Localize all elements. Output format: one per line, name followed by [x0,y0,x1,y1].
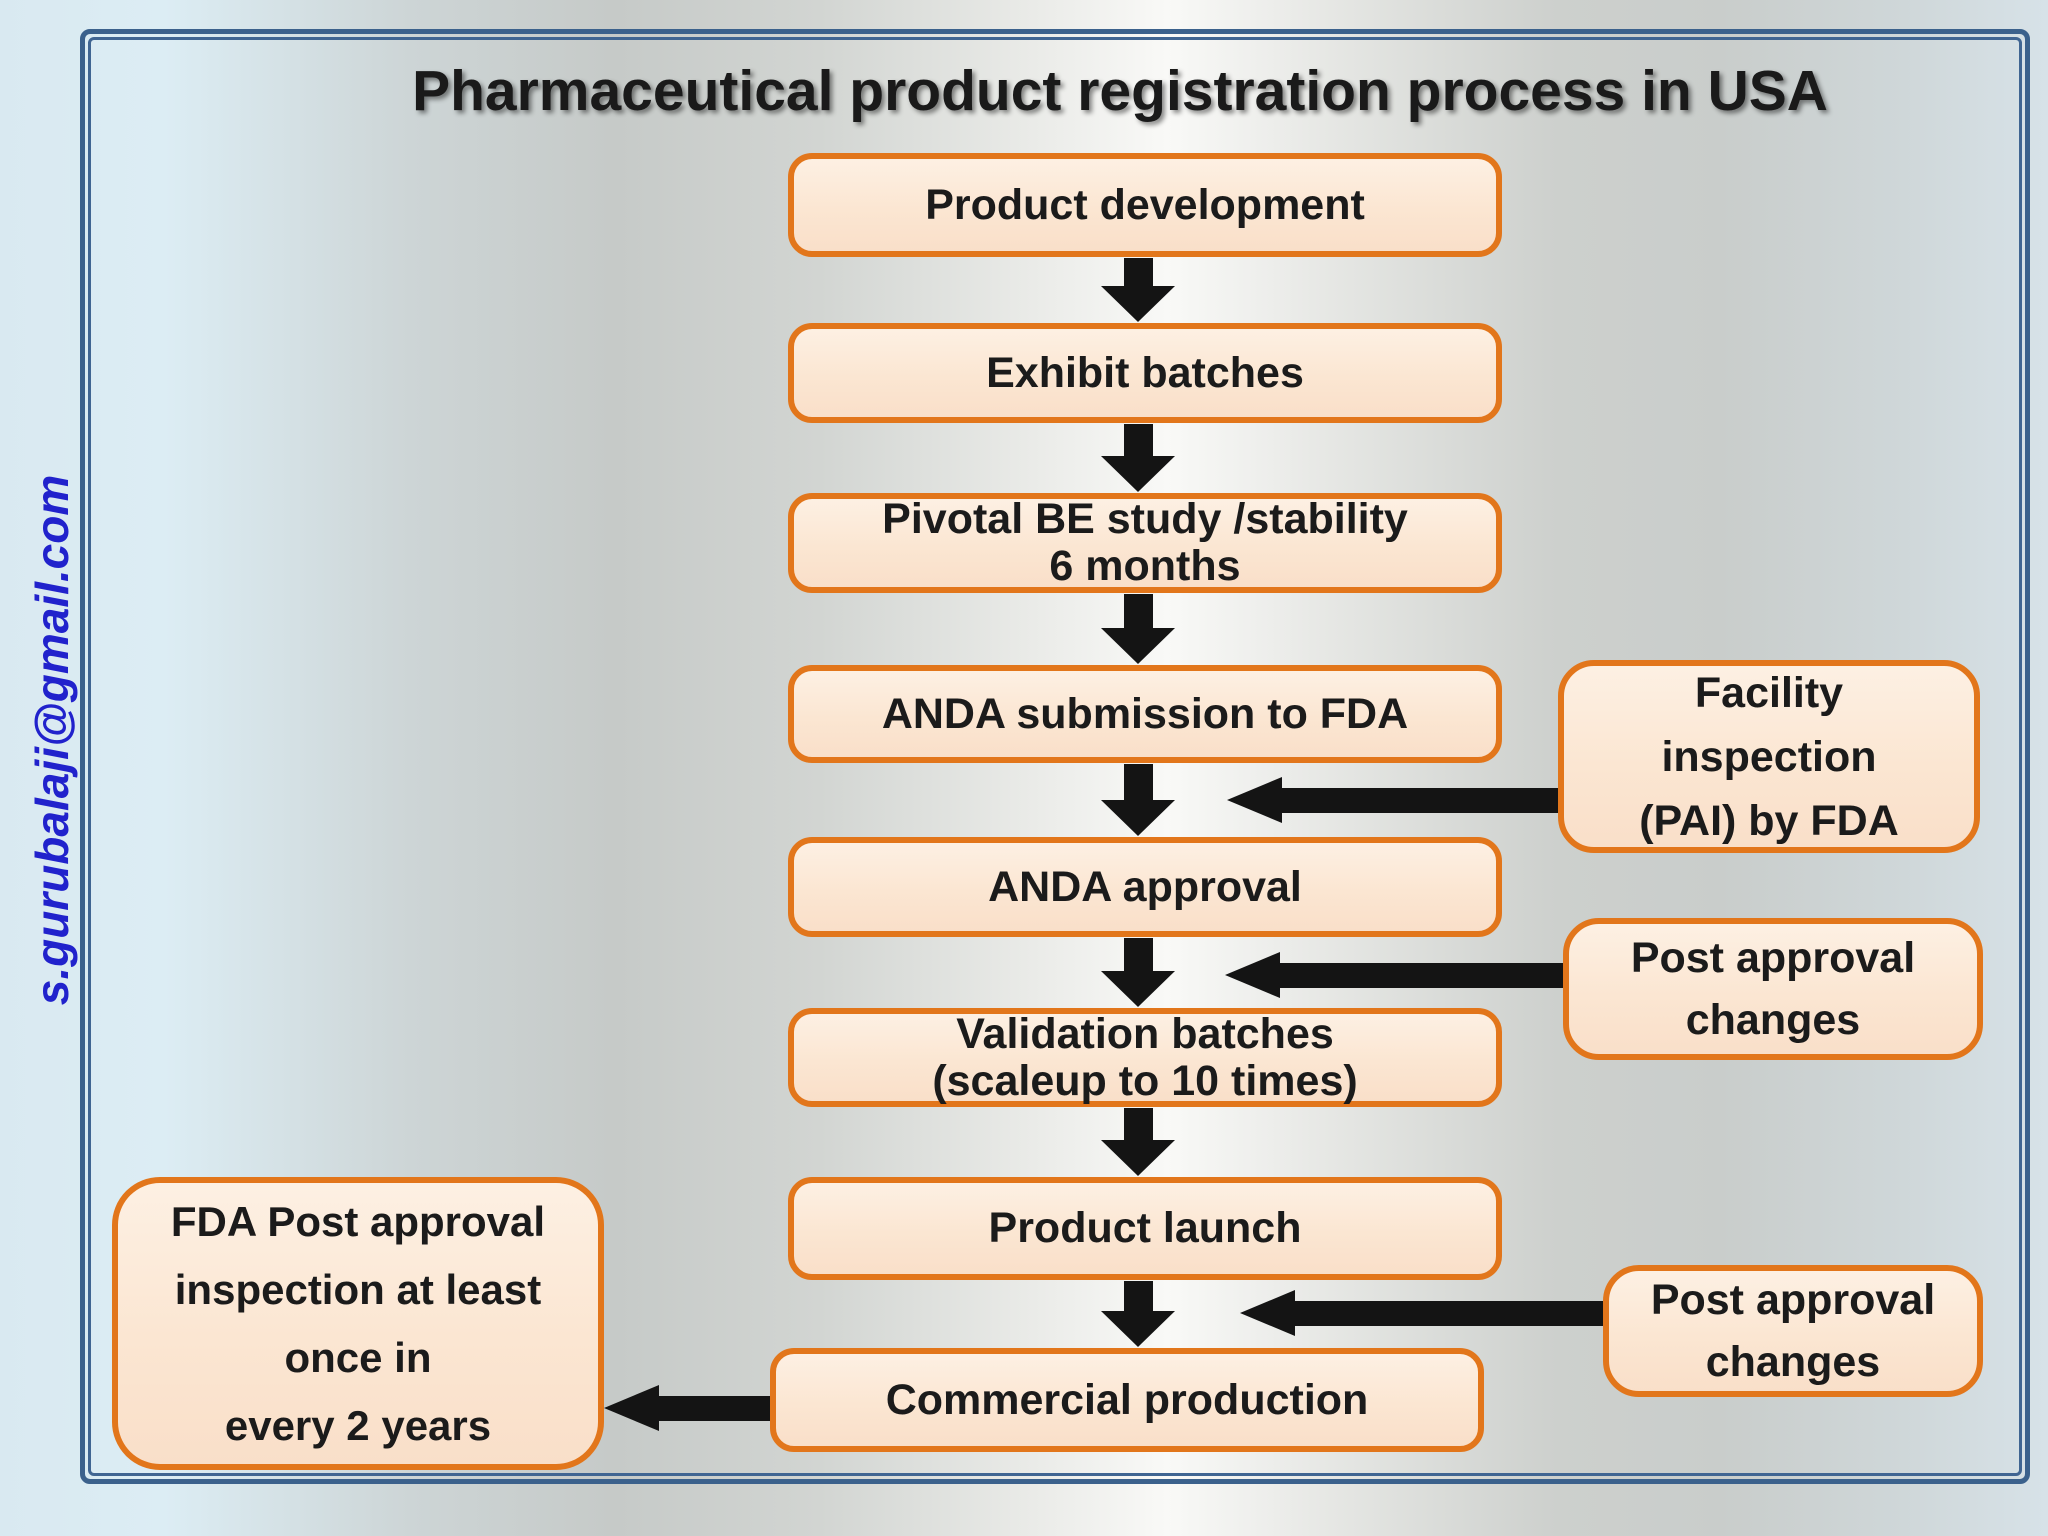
arrow-shaft [1123,258,1153,286]
arrow-shaft [1280,962,1563,988]
arrow-head [1225,952,1280,998]
arrow-down-1-icon [1101,258,1175,322]
arrow-head [1101,456,1175,492]
arrow-down-3-icon [1101,594,1175,664]
arrow-shaft [1123,594,1153,628]
flow-step-label: Product launch [988,1204,1302,1252]
arrow-left-post-approval-2-icon [1240,1290,1603,1336]
flow-step-validation-batches: Validation batches (scaleup to 10 times) [788,1008,1502,1107]
arrow-shaft [1123,764,1153,800]
arrow-shaft [1123,938,1153,971]
arrow-shaft [1295,1300,1603,1326]
arrow-shaft [1123,1108,1153,1140]
arrow-head [1101,286,1175,322]
arrow-down-4-icon [1101,764,1175,836]
flow-step-anda-approval: ANDA approval [788,837,1502,937]
annotation-facility-inspection: Facility inspection (PAI) by FDA [1558,660,1980,853]
flow-step-label: Commercial production [885,1375,1369,1424]
annotation-post-approval-changes-2: Post approval changes [1603,1265,1983,1397]
annotation-fda-post-approval-inspection: FDA Post approval inspection at least on… [112,1177,604,1470]
arrow-head [604,1385,659,1431]
flow-step-product-development: Product development [788,153,1502,257]
slide-border-outer [80,29,2030,1484]
flow-step-label: ANDA approval [988,862,1302,911]
flow-step-commercial-production: Commercial production [770,1348,1484,1452]
arrow-left-fda-inspection-icon [604,1385,770,1431]
arrow-left-facility-inspection-icon [1227,777,1558,823]
arrow-shaft [1123,1281,1153,1311]
flow-step-label: Product development [925,180,1365,229]
flow-step-label: Exhibit batches [986,348,1304,397]
flow-step-pivotal-be-study: Pivotal BE study /stability 6 months [788,493,1502,593]
arrow-down-7-icon [1101,1281,1175,1347]
arrow-down-5-icon [1101,938,1175,1007]
slide-title: Pharmaceutical product registration proc… [412,59,1828,123]
arrow-shaft [1282,787,1558,813]
watermark-email: s.gurubalaji@gmail.com [26,474,78,1006]
flow-step-label: Validation batches (scaleup to 10 times) [932,1009,1358,1105]
arrow-head [1227,777,1282,823]
arrow-head [1101,971,1175,1007]
flow-step-product-launch: Product launch [788,1177,1502,1280]
annotation-label: Post approval changes [1630,934,1916,1044]
arrow-shaft [659,1395,770,1421]
annotation-label: FDA Post approval inspection at least on… [170,1197,546,1449]
arrow-down-2-icon [1101,424,1175,492]
arrow-head [1101,1140,1175,1176]
arrow-head [1240,1290,1295,1336]
annotation-post-approval-changes-1: Post approval changes [1563,918,1983,1060]
slide-border-inner [88,37,2022,1476]
arrow-head [1101,628,1175,664]
arrow-down-6-icon [1101,1108,1175,1176]
annotation-label: Post approval changes [1650,1276,1936,1386]
flow-step-anda-submission: ANDA submission to FDA [788,665,1502,763]
annotation-label: Facility inspection (PAI) by FDA [1639,668,1899,845]
flow-step-label: Pivotal BE study /stability 6 months [882,495,1408,590]
flow-step-exhibit-batches: Exhibit batches [788,323,1502,423]
arrow-head [1101,1311,1175,1347]
arrow-shaft [1123,424,1153,456]
arrow-left-post-approval-1-icon [1225,952,1563,998]
arrow-head [1101,800,1175,836]
flow-step-label: ANDA submission to FDA [881,689,1409,738]
